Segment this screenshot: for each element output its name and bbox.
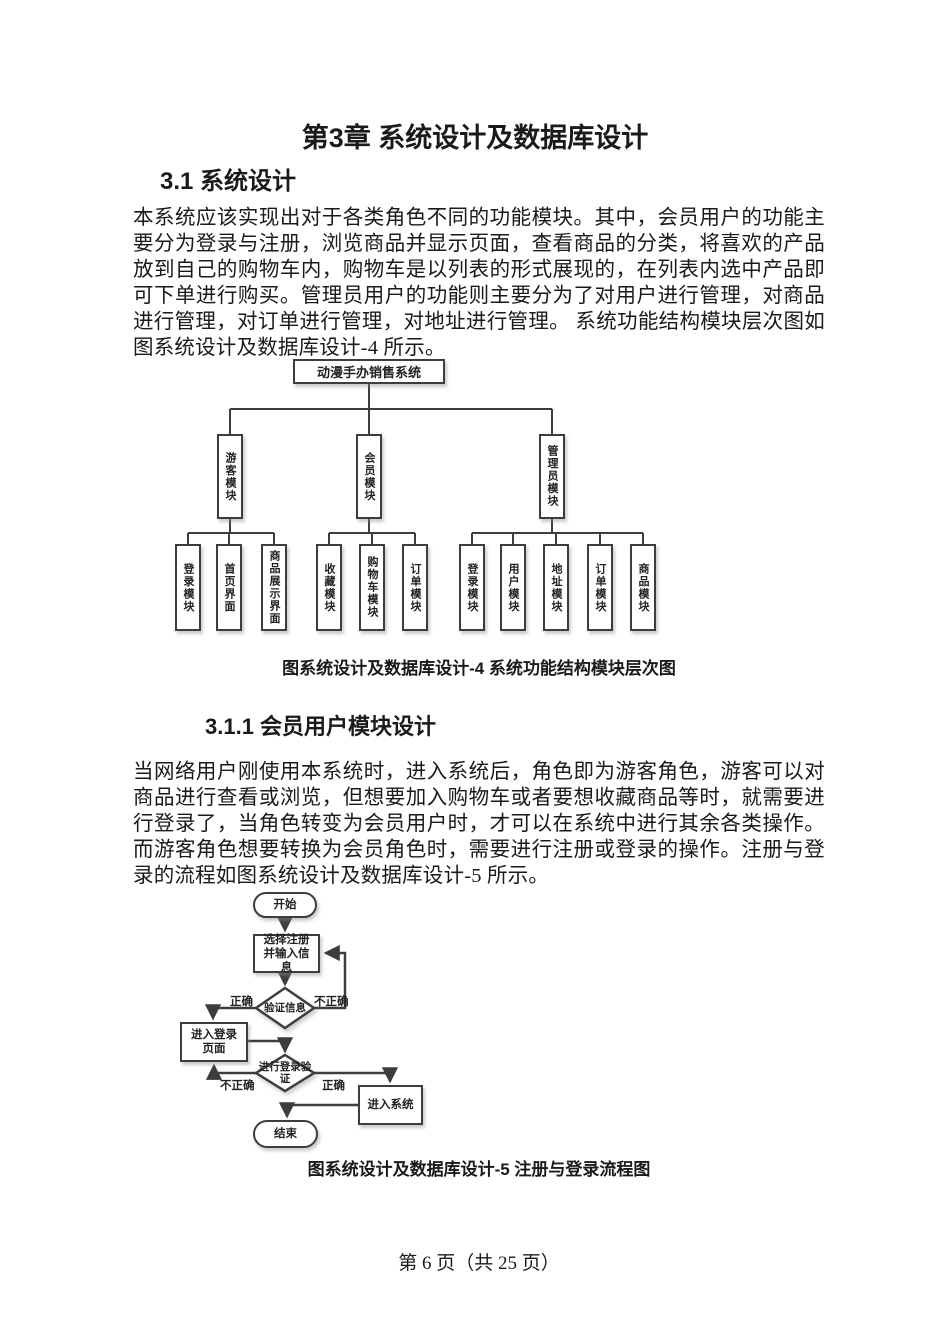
flow-register-node: 选择注册并输入信息 [253, 934, 320, 974]
flow-connectors [204, 916, 399, 1119]
flow-decision-login-verify: 进行登录验证 [258, 1061, 312, 1085]
tree-leaf-home-page: 首页界面 [216, 544, 242, 631]
edge-label-correct-2: 正确 [322, 1080, 345, 1092]
flow-enter-system-node: 进入系统 [358, 1085, 423, 1125]
flow-end-node: 结束 [253, 1120, 318, 1148]
tree-leaf-cart-module: 购物车模块 [359, 544, 385, 631]
flow-decision-verify-info: 验证信息 [264, 1002, 306, 1014]
figure-5-caption: 图系统设计及数据库设计-5 注册与登录流程图 [307, 1160, 651, 1179]
edge-label-correct-1: 正确 [230, 996, 253, 1008]
tree-leaf-address-module: 地址模块 [543, 544, 569, 631]
paragraph-member-module: 当网络用户刚使用本系统时，进入系统后，角色即为游客角色，游客可以对商品进行查看或… [133, 761, 825, 887]
edge-label-incorrect-2: 不正确 [220, 1080, 255, 1092]
subsection-heading: 3.1.1 会员用户模块设计 [205, 714, 437, 739]
tree-node-admin-module: 管理员模块 [539, 434, 565, 519]
tree-leaf-order-module: 订单模块 [402, 544, 428, 631]
tree-node-root: 动漫手办销售系统 [293, 359, 445, 384]
figure-4-caption: 图系统设计及数据库设计-4 系统功能结构模块层次图 [282, 659, 676, 678]
tree-leaf-favorites: 收藏模块 [316, 544, 342, 631]
tree-connectors [187, 384, 644, 544]
tree-leaf-login-module: 登录模块 [175, 544, 201, 631]
page-number-footer: 第 6 页（共 25 页） [398, 1253, 560, 1274]
tree-leaf-admin-login: 登录模块 [459, 544, 485, 631]
tree-leaf-admin-order: 订单模块 [587, 544, 613, 631]
flow-start-node: 开始 [253, 892, 317, 918]
tree-node-member-module: 会员模块 [356, 434, 382, 519]
module-tree-diagram: 动漫手办销售系统 游客模块 会员模块 管理员模块 登录模块 首页界面 商品展示界… [150, 350, 670, 640]
paragraph-system-design: 本系统应该实现出对于各类角色不同的功能模块。其中，会员用户的功能主要分为登录与注… [133, 207, 825, 359]
tree-leaf-user-module: 用户模块 [500, 544, 526, 631]
tree-leaf-product-display: 商品展示界面 [261, 544, 287, 631]
tree-leaf-goods-module: 商品模块 [630, 544, 656, 631]
edge-label-incorrect-1: 不正确 [314, 996, 349, 1008]
login-flowchart-diagram: 开始 选择注册并输入信息 验证信息 正确 不正确 进入登录页面 进行登录验证 不… [170, 880, 450, 1160]
section-heading: 3.1 系统设计 [160, 168, 297, 195]
chapter-title: 第3章 系统设计及数据库设计 [301, 123, 649, 153]
tree-node-visitor-module: 游客模块 [217, 434, 243, 519]
flow-login-page-node: 进入登录页面 [180, 1022, 248, 1062]
